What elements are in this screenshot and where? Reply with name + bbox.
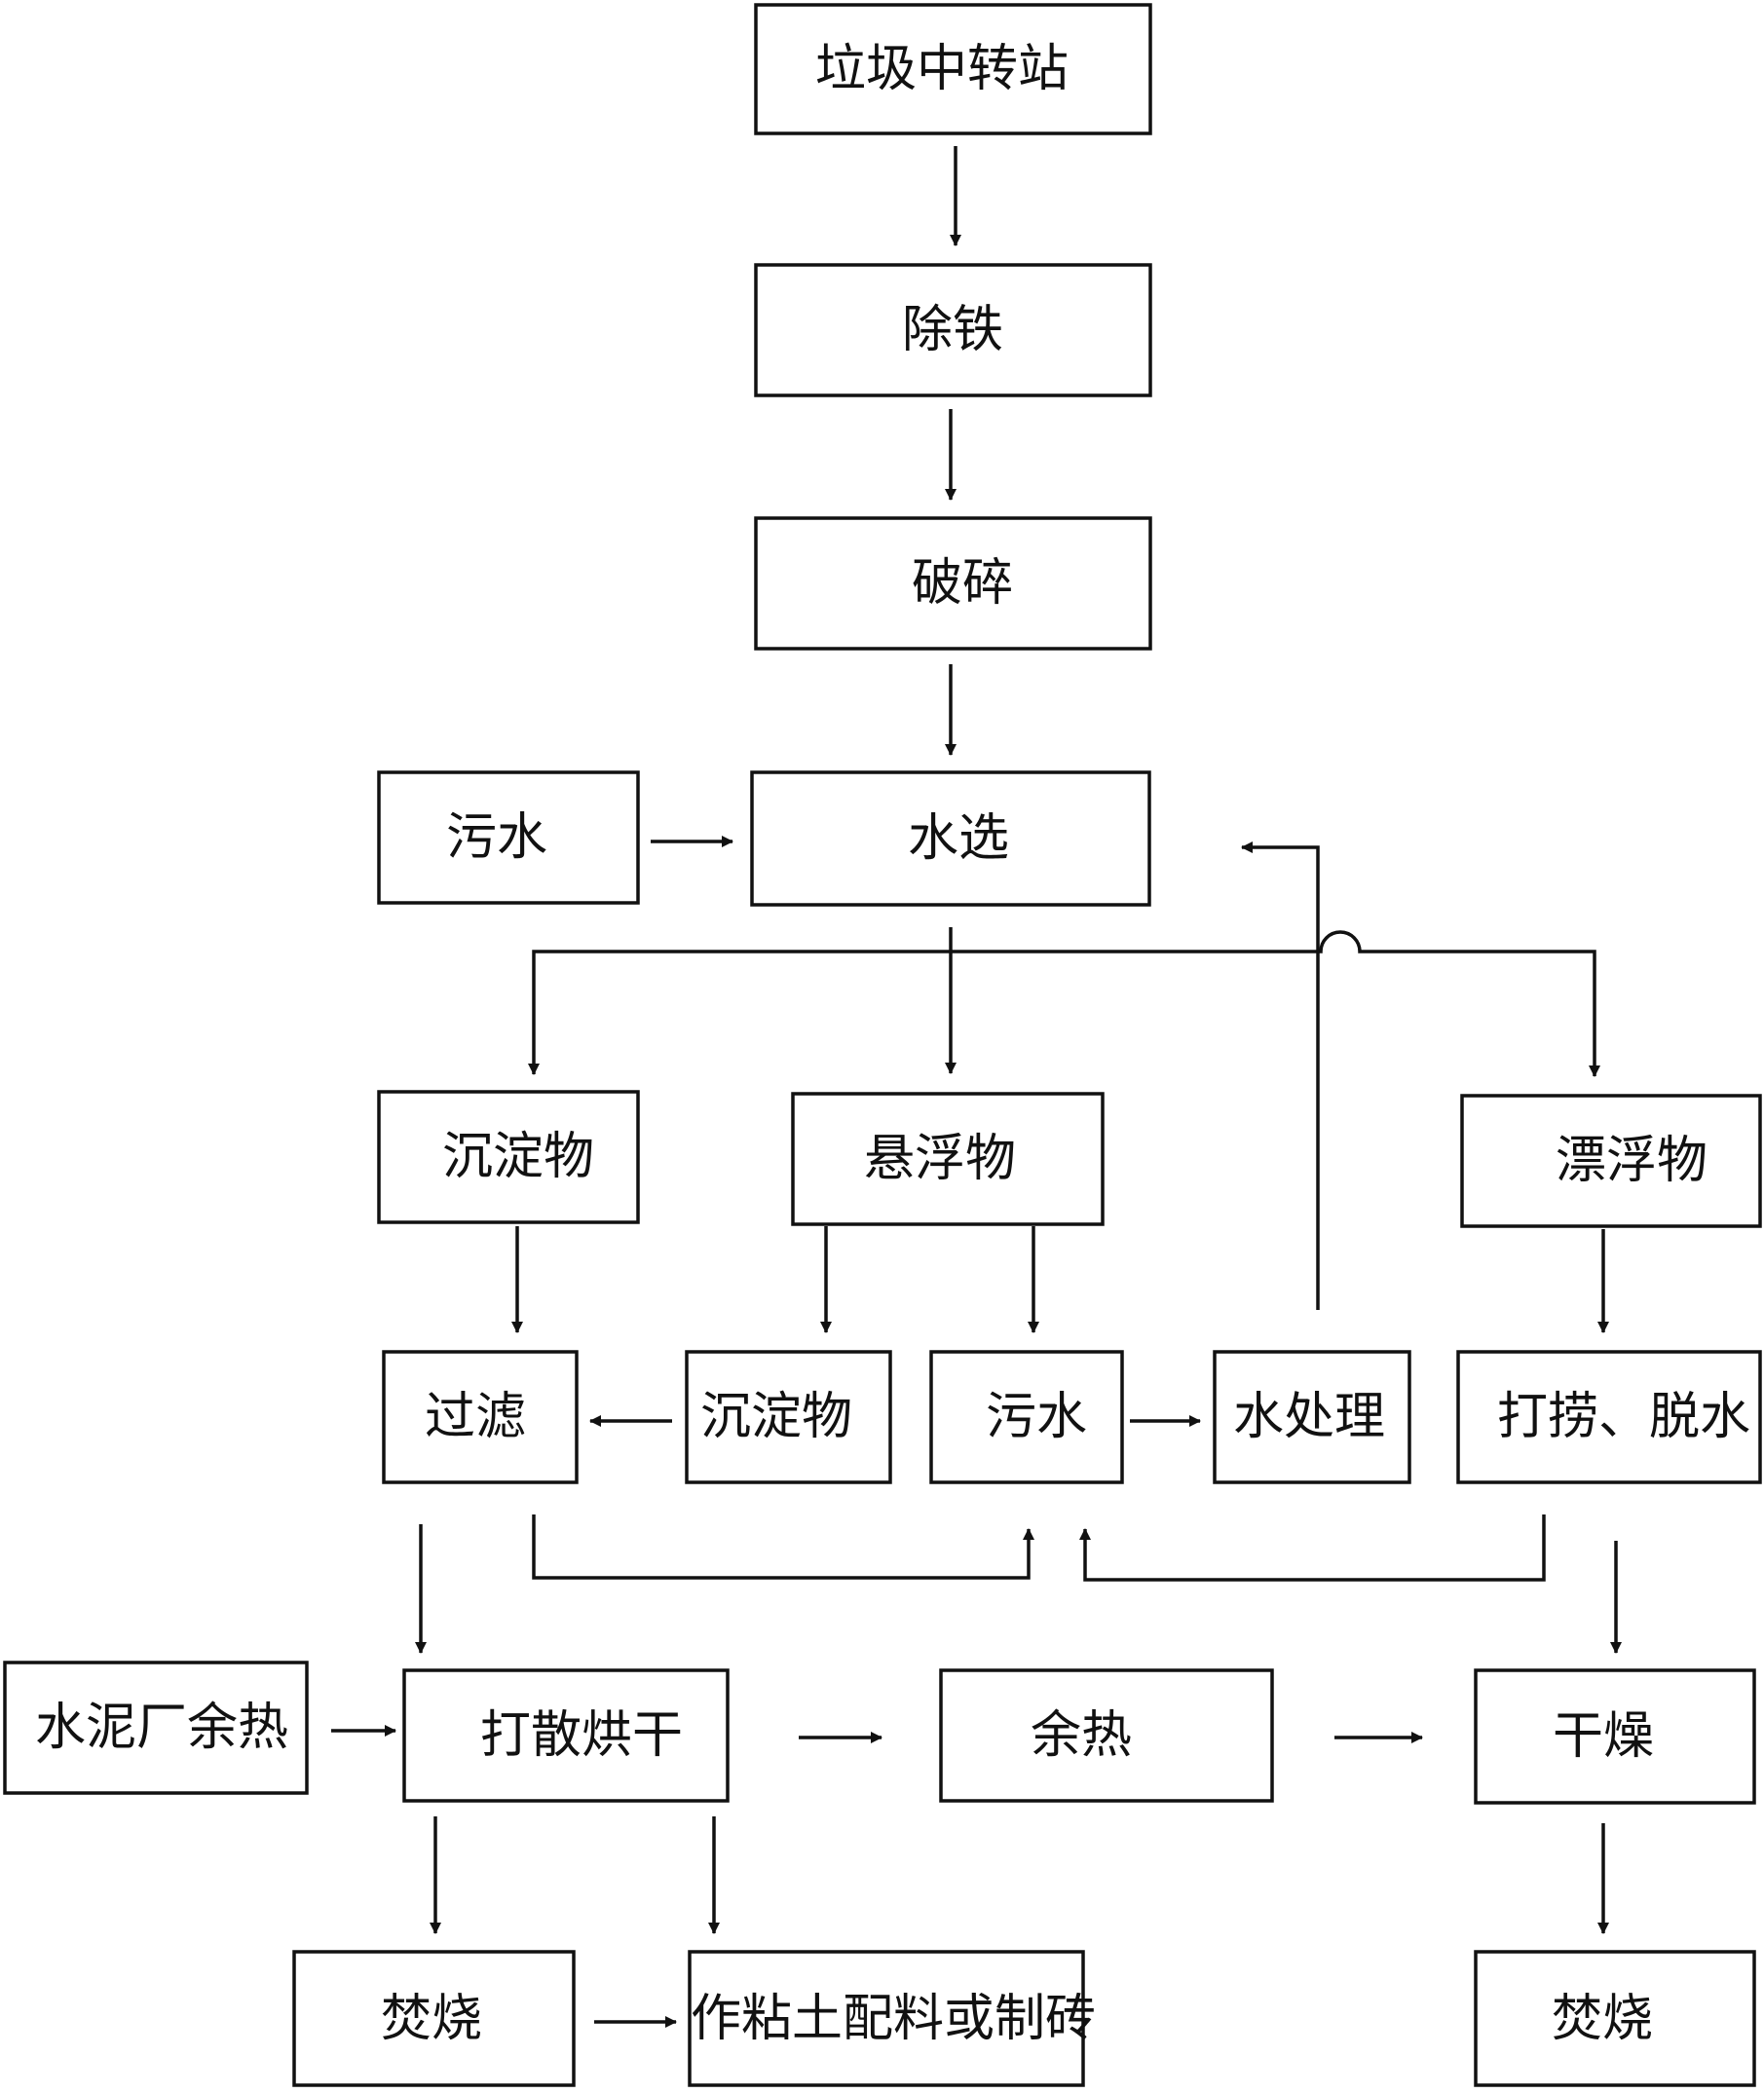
- node-label: 破碎: [912, 554, 1013, 613]
- node-salvage-dewater: 打捞、脱水: [1456, 1350, 1762, 1484]
- node-waste-heat: 余热: [939, 1668, 1274, 1803]
- node-filtration: 过滤: [382, 1350, 579, 1484]
- node-label: 余热: [1031, 1706, 1132, 1765]
- line-sorting-split-left: [528, 950, 951, 1075]
- node-drying: 干燥: [1474, 1668, 1756, 1805]
- node-water-treatment: 水处理: [1213, 1350, 1411, 1484]
- line-filtration-return: [532, 1514, 1034, 1580]
- line-salvage-return: [1079, 1514, 1546, 1582]
- node-iron-removal: 除铁: [754, 263, 1152, 397]
- node-label: 水处理: [1233, 1388, 1385, 1446]
- node-label: 过滤: [425, 1388, 526, 1446]
- node-incinerate-left: 焚烧: [292, 1950, 576, 2087]
- node-label: 漂浮物: [1556, 1132, 1708, 1190]
- node-label: 水泥厂余热: [35, 1699, 288, 1757]
- node-label: 干燥: [1553, 1707, 1654, 1766]
- node-label: 水选: [908, 809, 1009, 868]
- node-label: 打散烘干: [480, 1706, 683, 1765]
- node-water-sorting: 水选: [750, 770, 1151, 907]
- node-label: 焚烧: [1552, 1990, 1653, 2048]
- node-label: 垃圾中转站: [815, 40, 1069, 98]
- node-sewage-mid: 污水: [929, 1350, 1124, 1484]
- node-suspended: 悬浮物: [791, 1092, 1105, 1226]
- node-cement-heat: 水泥厂余热: [3, 1661, 309, 1795]
- node-label: 作粘土配料或制砖: [691, 1990, 1096, 2048]
- line-treatment-recycle: [1241, 841, 1320, 1310]
- node-transfer-station: 垃圾中转站: [754, 3, 1152, 135]
- node-label: 除铁: [902, 301, 1003, 359]
- node-floating: 漂浮物: [1460, 1094, 1762, 1228]
- node-label: 沉淀物: [700, 1388, 852, 1446]
- connectors: [331, 146, 1622, 2028]
- node-sediment: 沉淀物: [377, 1090, 640, 1224]
- node-label: 污水: [986, 1388, 1087, 1446]
- node-incinerate-right: 焚烧: [1474, 1950, 1756, 2087]
- node-sediment-2: 沉淀物: [685, 1350, 892, 1484]
- node-label: 沉淀物: [442, 1128, 594, 1186]
- node-clay-brick: 作粘土配料或制砖: [688, 1950, 1096, 2087]
- node-label: 焚烧: [381, 1990, 482, 2048]
- node-break-dry: 打散烘干: [402, 1668, 730, 1803]
- node-label: 悬浮物: [864, 1130, 1016, 1188]
- node-label: 打捞、脱水: [1497, 1388, 1750, 1446]
- node-crushing: 破碎: [754, 516, 1152, 651]
- node-sewage-top: 污水: [377, 770, 640, 905]
- node-label: 污水: [446, 808, 547, 867]
- line-sorting-split-right: [951, 930, 1600, 1077]
